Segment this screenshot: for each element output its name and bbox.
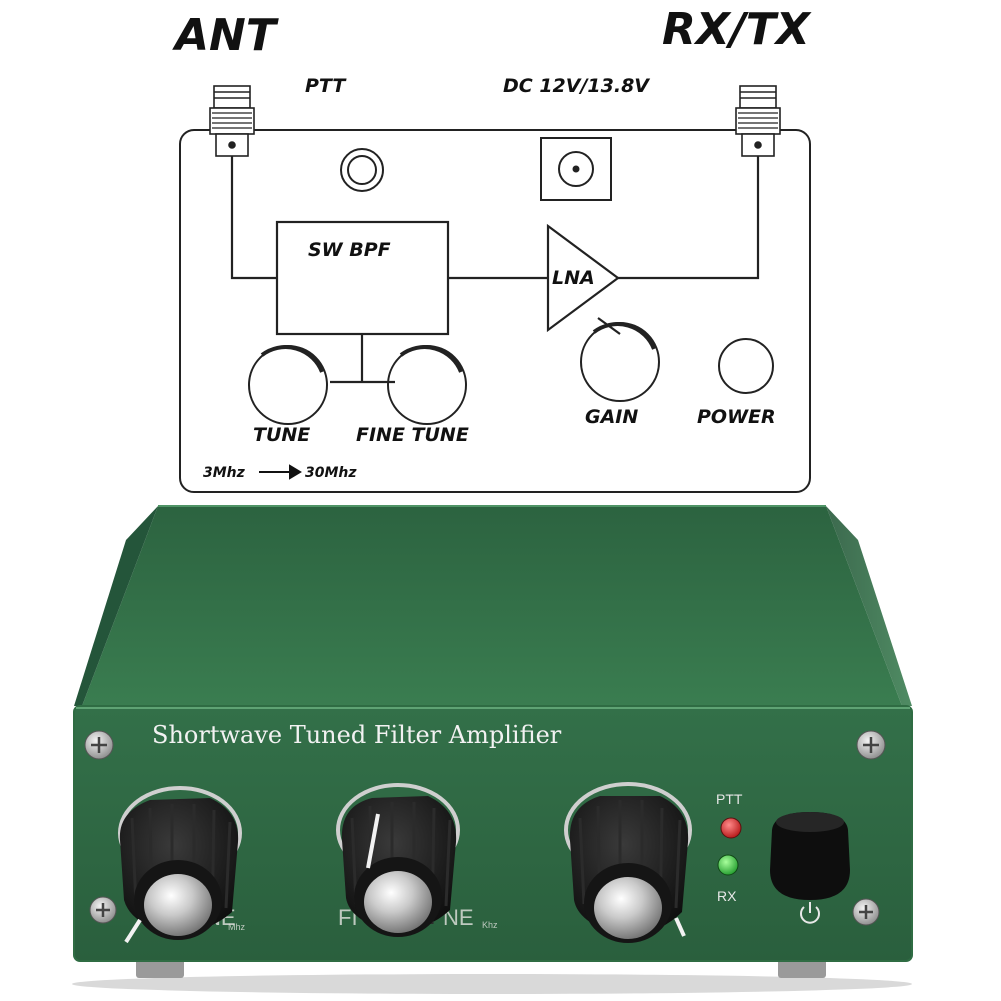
range-end-label: 30Mhz: [305, 465, 357, 481]
ant-connector-icon: [209, 85, 255, 157]
arrow-right-icon: [259, 464, 302, 480]
led-ptt-label: PTT: [716, 791, 743, 807]
front-panel: [73, 705, 913, 962]
ant-label: ANT: [172, 10, 279, 61]
fine-tune-unit: Khz: [482, 920, 498, 930]
rxtx-label: RX/TX: [662, 4, 812, 55]
ptt-label: PTT: [305, 75, 347, 97]
screw-icon: [89, 896, 117, 924]
lna-label: LNA: [552, 267, 595, 289]
signal-lines: [230, 156, 760, 384]
rx-led-icon: [717, 854, 739, 876]
power-icon: [800, 902, 820, 924]
dc-label: DC 12V/13.8V: [503, 75, 650, 97]
device-foot: [136, 958, 184, 978]
gain-knob-icon: [580, 322, 660, 402]
enclosure-outline: [179, 129, 811, 493]
screw-icon: [84, 730, 114, 760]
tune-unit: Mhz: [228, 922, 246, 932]
range-start-label: 3Mhz: [203, 465, 246, 481]
device-photo: Shortwave Tuned Filter Amplifier NE Mhz …: [72, 505, 913, 994]
led-rx-label: RX: [717, 888, 737, 904]
gain-label: GAIN: [585, 406, 638, 428]
enclosure-top: [82, 506, 902, 706]
bpf-label: SW BPF: [308, 239, 391, 261]
fine-tune-label: FINE TUNE: [356, 424, 469, 446]
tune-knob-cap: [144, 874, 212, 936]
ptt-jack-icon: [340, 148, 384, 192]
tune-label: TUNE: [253, 424, 310, 446]
ptt-led-icon: [720, 817, 742, 839]
tune-knob[interactable]: [118, 786, 242, 944]
gain-knob-cap: [594, 877, 662, 939]
fine-tune-knob-cap: [364, 871, 432, 933]
screw-icon: [852, 898, 880, 926]
device-foot: [778, 958, 826, 978]
device-title: Shortwave Tuned Filter Amplifier: [152, 721, 562, 749]
lna-amplifier-icon: [546, 223, 620, 333]
bpf-block: [275, 220, 450, 336]
rxtx-connector-icon: [735, 85, 781, 157]
fine-tune-knob-icon: [387, 345, 467, 425]
power-button[interactable]: [770, 812, 850, 900]
block-diagram: ANT RX/TX PTT DC 12V/13.8V: [172, 4, 812, 493]
gain-knob[interactable]: [564, 782, 692, 943]
screw-icon: [856, 730, 886, 760]
tune-knob-icon: [248, 345, 328, 425]
power-button-icon: [718, 338, 774, 394]
fine-tune-knob[interactable]: [336, 783, 460, 937]
dc-jack-icon: [540, 137, 612, 201]
power-label: POWER: [697, 406, 776, 428]
